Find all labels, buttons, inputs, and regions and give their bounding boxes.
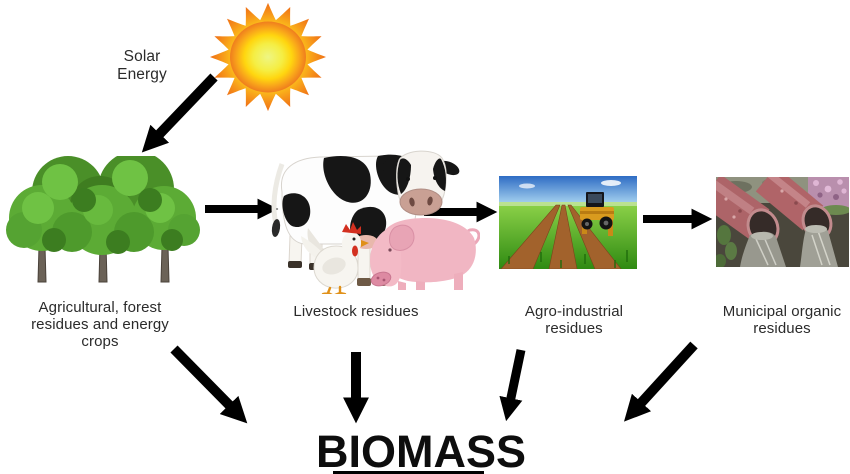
arrow-agro-to-biomass — [499, 349, 526, 422]
biomass-title: BIOMASS — [315, 426, 526, 474]
livestock-residues-label: Livestock residues — [293, 303, 419, 320]
solar-energy-label: Solar Energy — [117, 48, 167, 83]
cow-icon — [271, 150, 460, 286]
sewage-pipes-photo — [716, 177, 849, 267]
arrow-crops-to-biomass — [170, 345, 248, 424]
arrow-municipal-to-biomass — [623, 341, 698, 422]
chicken-icon — [301, 222, 369, 294]
tractor-icon — [580, 192, 614, 236]
agricultural-residues-label: Agricultural, forest residues and energy… — [31, 299, 169, 350]
livestock-icon — [271, 150, 480, 294]
crop-field-photo — [499, 176, 637, 269]
municipal-organic-residues-label: Municipal organic residues — [722, 303, 842, 337]
agro-industrial-residues-label: Agro-industrial residues — [524, 303, 624, 337]
soil-rows — [500, 204, 622, 269]
water-flow — [740, 225, 838, 267]
sun-icon — [210, 2, 326, 112]
tree-canopies — [6, 156, 200, 255]
cropped-arrow-fragment — [333, 471, 484, 474]
arrow-sun-to-crops — [141, 73, 218, 153]
pig-icon — [370, 218, 480, 290]
trees-icon — [6, 156, 200, 283]
